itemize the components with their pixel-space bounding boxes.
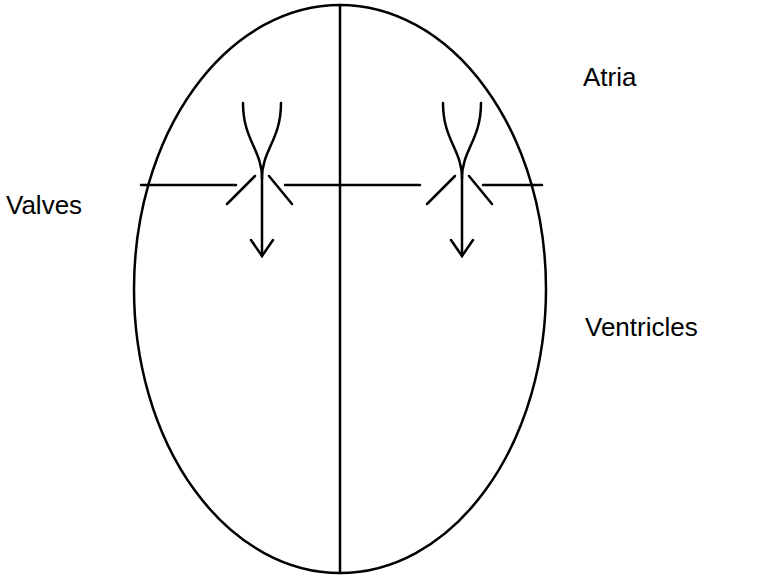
chamber-label: Ventricles bbox=[585, 312, 698, 343]
valve-symbol bbox=[427, 103, 492, 256]
valve-symbol bbox=[227, 103, 292, 256]
chamber-label: Atria bbox=[583, 62, 636, 93]
atrioventricular-line bbox=[141, 184, 542, 187]
septum-line bbox=[339, 5, 342, 573]
heart-outline bbox=[134, 5, 546, 573]
part-label: Valves bbox=[6, 190, 82, 221]
